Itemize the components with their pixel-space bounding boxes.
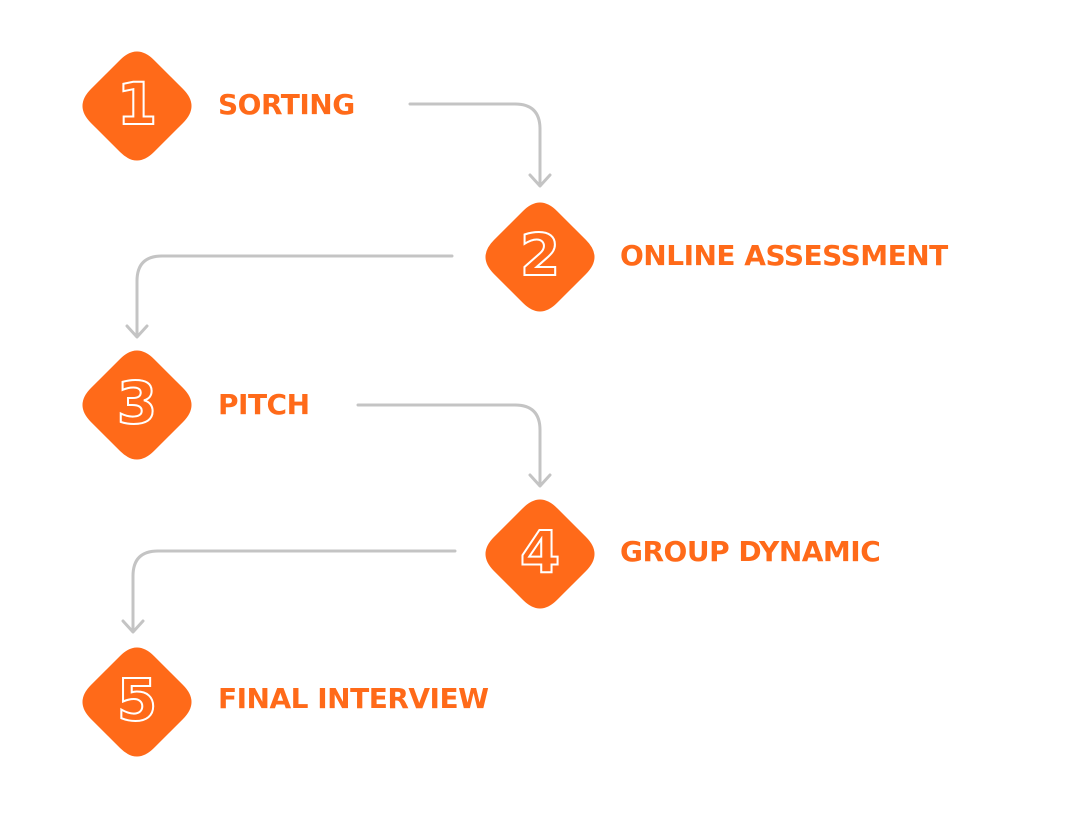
connector-3-4-arrow [528,473,552,488]
step-4-label: GROUP DYNAMIC [620,535,881,568]
step-5-number: 5 [117,666,157,734]
connector-4-5-arrow [121,619,145,634]
connector-3-4 [356,403,542,487]
connector-1-2-arrow [528,173,552,188]
connector-4-5 [131,549,457,633]
step-5-label: FINAL INTERVIEW [218,682,489,715]
step-2-number: 2 [520,221,560,289]
step-3-badge [82,350,192,460]
step-3-number: 3 [117,369,157,437]
step-1-badge [82,51,192,161]
step-2-badge [485,202,595,312]
step-2-label: ONLINE ASSESSMENT [620,239,948,272]
step-4-badge [485,499,595,609]
step-3-label: PITCH [218,388,310,421]
connector-1-2 [408,102,542,187]
connector-2-3 [135,254,454,338]
step-1-number: 1 [117,70,157,138]
step-4-number: 4 [520,518,560,586]
step-1-label: SORTING [218,88,355,121]
connector-2-3-arrow [125,324,149,339]
step-5-badge [82,647,192,757]
